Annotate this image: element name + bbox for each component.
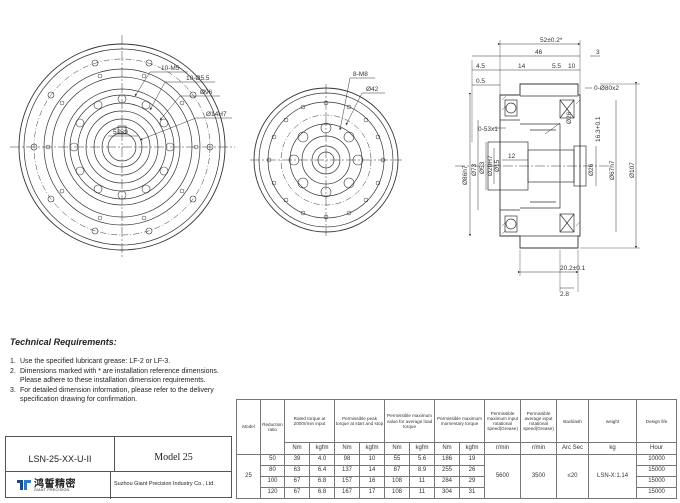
header-model: Model (236, 399, 261, 455)
table-row: 80 63 6.4 137 14 87 8.9 255 26 15000 (237, 464, 678, 477)
header-design-life: Design life (636, 398, 678, 444)
model-code: LSN-25-XX-U-II (6, 437, 115, 471)
dim-dia86h7: Ø86h7 (462, 165, 469, 185)
callout-10-hole: 10-Ø5.5 (186, 75, 210, 82)
callout-5js9: 5JS9 (113, 129, 128, 136)
spec-table: Model Reduction ratio Rated torque at 20… (236, 398, 678, 500)
table-row: 25 50 39 4.0 98 10 55 5.6 186 19 5600 35… (236, 453, 678, 500)
dim-16-3: 16.3+0.1 (595, 116, 602, 142)
title-block: LSN-25-XX-U-II Model 25 鸿誓精密 GIANT PRECI… (5, 436, 232, 499)
left-view-callouts: 10-M5 10-Ø5.5 Ø96 Ø14H7 5JS9 (113, 65, 227, 136)
dim-10: 10 (568, 63, 576, 70)
header-rated-torque: Rated torque at 2000r/min input (283, 398, 336, 444)
header-weight: weight (588, 398, 638, 444)
requirements-list: 1.Use the specified lubricant grease: LF… (10, 357, 242, 405)
callout-8-m8: 8-M8 (353, 71, 368, 78)
header-peak-torque: Permissible peak torque at start and sto… (334, 398, 386, 444)
header-backlash: Backlash (556, 398, 590, 444)
dim-dia73: Ø73 (471, 163, 478, 176)
header-momentary-torque: Permissible maximum momentary torque (434, 398, 486, 444)
middle-view (250, 77, 402, 236)
dim-dia67h7: Ø67h7 (609, 160, 616, 180)
dim-4-5: 4.5 (476, 63, 485, 70)
dim-dia15: Ø15 (494, 159, 501, 172)
section-view (455, 40, 640, 292)
dim-3: 3 (596, 49, 600, 56)
header-average-speed: Permissible average input rotational spe… (520, 398, 558, 444)
section-view-dimensions: 52±0.2* 46 3 4.5 14 5.5 10 0.5 12 20.2±0… (476, 37, 619, 298)
dim-dia20h7: Ø20H7 (487, 155, 494, 176)
spec-header-row: Model Reduction ratio Rated torque at 20… (236, 398, 678, 455)
dim-0-5: 0.5 (476, 78, 485, 85)
dim-5-5: 5.5 (552, 63, 561, 70)
requirement-item: 2.Dimensions marked with * are installat… (10, 367, 219, 385)
company-name: Suzhou Giant Precision Industry Co., Ltd… (114, 481, 215, 487)
annot-o-ring: 0-Ø80x2 (594, 85, 619, 92)
model-cell: 25 (236, 453, 261, 500)
header-average-torque: Permissible maximum value for average lo… (384, 398, 436, 444)
table-row: 120 67 6.8 167 17 108 11 304 31 15000 (237, 486, 678, 500)
callout-dia96: Ø96 (200, 89, 213, 96)
left-view (10, 35, 235, 258)
spec-units-row: Nm kgfm Nm kgfm Nm kgfm Nm kgfm r/min r/… (237, 442, 678, 455)
header-max-speed: Permissible maximum input rotational spe… (484, 398, 522, 444)
brand-chinese-name: 鸿誓精密 (34, 479, 76, 490)
model-name: Model 25 (154, 451, 193, 463)
dim-dia107: Ø107 (629, 162, 636, 178)
dim-46: 46 (535, 49, 543, 56)
backlash-cell: ≤20 (556, 453, 590, 500)
dim-12: 12 (508, 153, 516, 160)
dim-2-8: 2.8 (560, 291, 569, 298)
table-row: 100 67 6.8 157 16 108 11 284 29 15000 (237, 475, 678, 488)
dim-dia26: Ø26 (588, 163, 595, 176)
company-logo-icon (17, 480, 31, 490)
engineering-drawing: 10-M5 10-Ø5.5 Ø96 Ø14H7 5JS9 (10, 35, 640, 298)
section-view-vertical-dims: Ø86h7 Ø73 Ø53 Ø26 Ø67h7 Ø107 Ø20H7 Ø15 1… (462, 111, 636, 185)
dim-dia26-top: Ø26 (566, 111, 573, 124)
dim-20-2: 20.2±0.1 (560, 265, 586, 272)
middle-view-callouts: 8-M8 Ø42 (353, 71, 379, 93)
weight-cell: LSN-X:1.14 (588, 453, 638, 500)
dim-52: 52±0.2* (540, 37, 563, 44)
callout-dia42: Ø42 (366, 86, 379, 93)
header-ratio: Reduction ratio (260, 399, 285, 455)
requirements-title: Technical Requirements: (10, 337, 117, 347)
requirement-item: 3.For detailed dimension information, pl… (10, 386, 214, 404)
dim-dia53: Ø53 (479, 161, 486, 174)
max-speed-cell: 5600 (484, 453, 522, 500)
dim-14: 14 (518, 63, 526, 70)
brand-english-name: GIANT PRECISION (34, 488, 70, 492)
callout-dia14h7: Ø14H7 (206, 111, 227, 118)
annot-o-ring-inner: 0-53x1 (478, 126, 498, 133)
callout-10-m5: 10-M5 (161, 65, 180, 72)
requirement-item: 1.Use the specified lubricant grease: LF… (10, 358, 171, 365)
avg-speed-cell: 3500 (520, 453, 558, 500)
